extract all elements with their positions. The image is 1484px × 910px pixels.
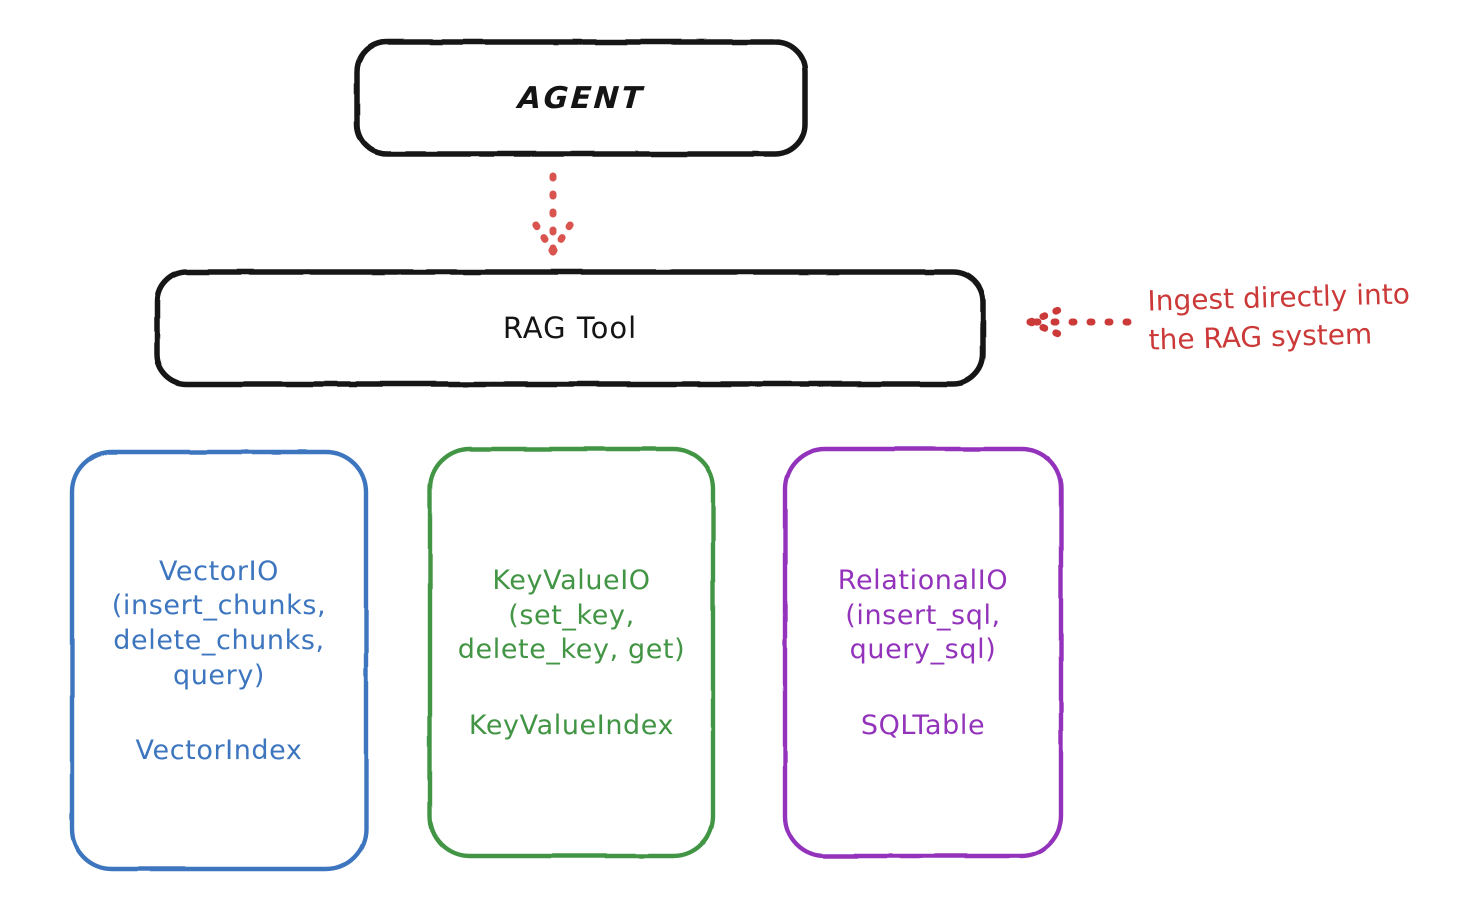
key-value-io-title: KeyValueIO (set_key, delete_key, get) <box>457 565 686 666</box>
vector-io-node[interactable]: VectorIO (insert_chunks, delete_chunks, … <box>72 452 366 869</box>
agent-box-outline <box>354 39 808 157</box>
agent-node-label: AGENT <box>516 80 646 116</box>
vector-io-box-outline <box>69 449 369 872</box>
agent-node[interactable]: AGENT <box>357 42 805 154</box>
vector-io-title: VectorIO (insert_chunks, delete_chunks, … <box>111 555 327 691</box>
relational-io-index-label: SQLTable <box>860 709 986 741</box>
rag-tool-node[interactable]: RAG Tool <box>157 272 983 384</box>
relational-io-box-outline <box>782 446 1064 859</box>
ingest-annotation-text: Ingest directly into the RAG system <box>1147 277 1411 357</box>
relational-io-node[interactable]: RelationalIO (insert_sql, query_sql) SQL… <box>785 449 1061 856</box>
vector-io-index-label: VectorIndex <box>135 735 303 767</box>
key-value-io-node[interactable]: KeyValueIO (set_key, delete_key, get) Ke… <box>430 449 713 856</box>
agent-to-rag-connector <box>530 172 576 256</box>
rag-tool-box-outline <box>154 269 986 387</box>
relational-io-title: RelationalIO (insert_sql, query_sql) <box>837 565 1009 666</box>
key-value-io-box-outline <box>427 446 716 859</box>
ingest-to-rag-connector <box>1026 302 1132 342</box>
rag-tool-node-label: RAG Tool <box>502 311 638 345</box>
key-value-io-index-label: KeyValueIndex <box>468 709 675 741</box>
